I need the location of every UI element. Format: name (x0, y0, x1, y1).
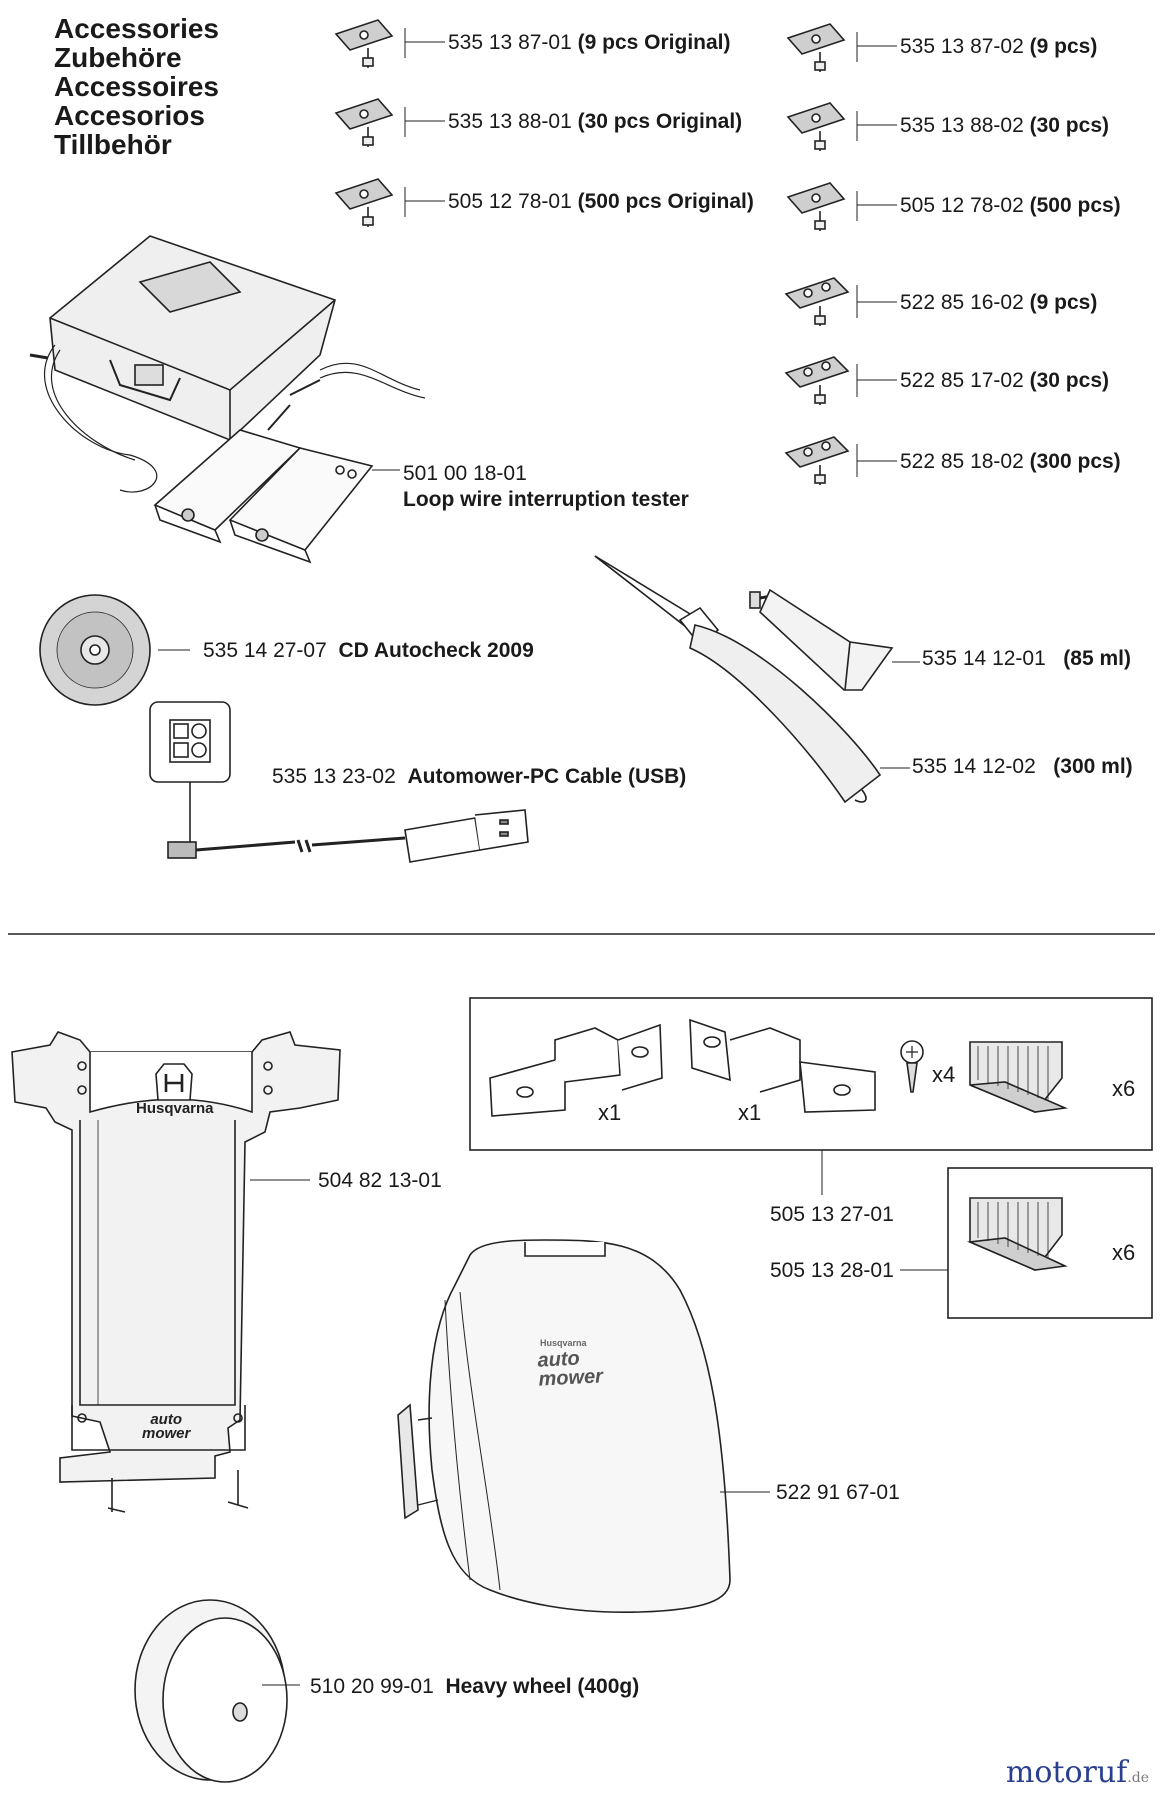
front-cover-icon (11, 1031, 341, 1513)
title-block: Accessories Zubehöre Accessoires Accesor… (54, 14, 219, 159)
part-description: (9 pcs) (1029, 291, 1098, 314)
part-label-505-12-78-01: 505 12 78-01 (500 pcs Original) (448, 191, 754, 212)
part-number: 505 13 27-01 (770, 1203, 894, 1226)
part-number: 535 13 88-02 (900, 114, 1024, 137)
part-number: 505 12 78-02 (900, 194, 1024, 217)
part-label-535-13-88-01: 535 13 88-01 (30 pcs Original) (448, 111, 742, 132)
blade-set-two-hole-icon-1 (784, 277, 858, 326)
part-number: 510 20 99-01 (310, 1675, 434, 1698)
part-label-535-14-12-01: 535 14 12-01 (85 ml) (922, 648, 1131, 669)
bag-icon (397, 1239, 770, 1614)
part-description: Heavy wheel (400g) (445, 1675, 640, 1698)
blade-set-icon-4 (786, 23, 858, 72)
multiplier-bracket-right: x1 (738, 1100, 762, 1125)
blade-set-two-hole-icon-3 (784, 436, 858, 485)
title-spanish: Accesorios (54, 100, 205, 131)
usb-cable-icon (149, 701, 529, 863)
part-number: 535 14 12-02 (912, 755, 1036, 778)
part-description: (300 pcs) (1029, 450, 1121, 473)
part-label-522-85-16-02: 522 85 16-02 (9 pcs) (900, 292, 1097, 313)
multiplier-brush-kit: x6 (1112, 1076, 1136, 1101)
part-number: 504 82 13-01 (318, 1169, 442, 1192)
tester-handheld-icon (153, 404, 400, 564)
part-label-505-13-28-01: 505 13 28-01 (770, 1260, 894, 1281)
part-label-535-13-87-01: 535 13 87-01 (9 pcs Original) (448, 32, 731, 53)
part-description: (500 pcs Original) (577, 190, 754, 213)
part-description: (30 pcs) (1029, 114, 1109, 137)
blade-set-icon-5 (786, 102, 858, 151)
part-label-535-13-88-02: 535 13 88-02 (30 pcs) (900, 115, 1109, 136)
part-number: 505 12 78-01 (448, 190, 572, 213)
screw-icon (900, 1040, 924, 1093)
part-label-505-13-27-01: 505 13 27-01 (770, 1204, 894, 1225)
part-description: (500 pcs) (1029, 194, 1121, 217)
multiplier-bracket-left: x1 (598, 1100, 622, 1125)
part-number: 522 91 67-01 (776, 1481, 900, 1504)
husqvarna-wordmark: Husqvarna (136, 1100, 214, 1117)
multiplier-brush-single: x6 (1112, 1240, 1136, 1265)
title-german: Zubehöre (54, 42, 182, 73)
part-description: (9 pcs Original) (577, 31, 731, 54)
blade-set-icon-6 (786, 182, 858, 231)
blade-set-icon-1 (334, 19, 406, 68)
part-number: 505 13 28-01 (770, 1259, 894, 1282)
brush-single-icon (966, 1197, 1068, 1271)
brush-kit-box (469, 997, 1153, 1151)
sealant-tube-85ml-icon (749, 588, 920, 769)
bracket-right-icon (689, 1018, 876, 1113)
part-description: Automower-PC Cable (USB) (407, 765, 687, 788)
brush-kit-icon (969, 1041, 1068, 1113)
part-number: 535 13 88-01 (448, 110, 572, 133)
title-swedish: Tillbehör (54, 129, 172, 160)
title-english: Accessories (54, 13, 220, 44)
part-number: 522 85 17-02 (900, 369, 1024, 392)
automower-logo-bag: auto mower (536, 1347, 604, 1391)
part-description: (30 pcs) (1029, 369, 1109, 392)
part-number: 501 00 18-01 (403, 462, 527, 485)
tester-case-icon (29, 235, 426, 493)
part-label-535-13-87-02: 535 13 87-02 (9 pcs) (900, 36, 1097, 57)
part-description: (30 pcs Original) (577, 110, 743, 133)
watermark-logo: motoruf.de (1005, 1755, 1149, 1790)
part-label-535-13-23-02: 535 13 23-02 Automower-PC Cable (USB) (272, 766, 686, 787)
part-number: 535 14 27-07 (203, 639, 327, 662)
automower-logo-cover: auto mower (142, 1411, 191, 1442)
part-number: 535 13 87-02 (900, 35, 1024, 58)
part-label-510-20-99-01: 510 20 99-01 Heavy wheel (400g) (310, 1676, 639, 1697)
part-label-504-82-13-01: 504 82 13-01 (318, 1170, 442, 1191)
part-number: 535 13 87-01 (448, 31, 572, 54)
part-number: 535 13 23-02 (272, 765, 396, 788)
multiplier-screw: x4 (932, 1062, 956, 1087)
cd-icon (39, 594, 190, 706)
husqvarna-wordmark-bag: Husqvarna (540, 1338, 587, 1348)
part-description: (9 pcs) (1029, 35, 1098, 58)
part-label-505-12-78-02: 505 12 78-02 (500 pcs) (900, 195, 1121, 216)
part-number: 535 14 12-01 (922, 647, 1046, 670)
blade-set-two-hole-icon-2 (784, 356, 858, 405)
bracket-left-icon (489, 1023, 663, 1117)
part-label-522-85-18-02: 522 85 18-02 (300 pcs) (900, 451, 1121, 472)
blade-set-icon-3 (334, 178, 406, 227)
blade-set-icon-2 (334, 98, 406, 147)
part-description: (300 ml) (1053, 755, 1133, 778)
part-label-535-14-12-02: 535 14 12-02 (300 ml) (912, 756, 1133, 777)
title-french: Accessoires (54, 71, 220, 102)
part-description: Loop wire interruption tester (403, 488, 689, 511)
sealant-tube-300ml-icon (594, 555, 882, 804)
part-number: 522 85 18-02 (900, 450, 1024, 473)
part-label-522-85-17-02: 522 85 17-02 (30 pcs) (900, 370, 1109, 391)
part-description: (85 ml) (1063, 647, 1131, 670)
part-label-501-00-18-01: 501 00 18-01 Loop wire interruption test… (403, 461, 689, 513)
part-description: CD Autocheck 2009 (338, 639, 534, 662)
brush-single-box (947, 1167, 1153, 1319)
heavy-wheel-icon (134, 1599, 300, 1783)
part-label-522-91-67-01: 522 91 67-01 (776, 1482, 900, 1503)
part-number: 522 85 16-02 (900, 291, 1024, 314)
blade-leader-lines (405, 41, 897, 462)
part-label-535-14-27-07: 535 14 27-07 CD Autocheck 2009 (203, 640, 534, 661)
